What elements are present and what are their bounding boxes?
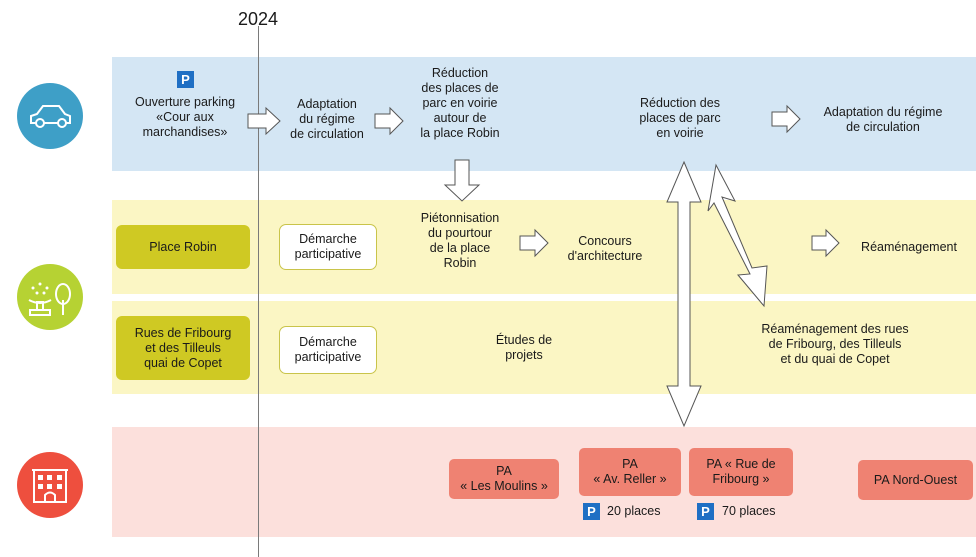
box-pa-reller: PA « Av. Reller »: [579, 448, 681, 496]
box-pa-fribourg: PA « Rue de Fribourg »: [689, 448, 793, 496]
band-rues: [112, 301, 976, 394]
park-icon: [28, 282, 71, 316]
parking-icon-reller: P: [583, 503, 600, 520]
year-label: 2024: [237, 9, 279, 29]
text-pietonnisation: Piétonnisation du pourtour de la place R…: [420, 211, 500, 270]
text-places-fribourg: 70 places: [722, 504, 776, 518]
parking-icon-fribourg: P: [697, 503, 714, 520]
text-etudes: Études de projets: [495, 333, 553, 362]
box-pa-moulins: PA « Les Moulins »: [449, 459, 559, 499]
arrow-down: [443, 159, 481, 202]
text-adaptation-2: Adaptation du régime de circulation: [823, 105, 943, 134]
arrow-right-1: [247, 106, 281, 136]
text-reduction-voirie: Réduction des places de parc en voirie: [639, 96, 721, 140]
text-adaptation-1: Adaptation du régime de circulation: [290, 97, 364, 141]
text-places-reller: 20 places: [607, 504, 661, 518]
building-circle: [17, 452, 83, 518]
arrow-right-3: [771, 104, 801, 134]
car-circle: [17, 83, 83, 149]
arrow-double-vertical: [666, 160, 702, 428]
arrow-right-5: [811, 228, 840, 258]
box-pa-nord-ouest: PA Nord-Ouest: [858, 460, 973, 500]
box-demarche-1: Démarche participative: [279, 224, 377, 270]
text-reduction-robin: Réduction des places de parc en voirie a…: [420, 66, 500, 140]
text-parking-opening: Ouverture parking «Cour aux marchandises…: [134, 95, 236, 139]
label-rues: Rues de Fribourg et des Tilleuls quai de…: [116, 316, 250, 380]
text-reamenagement-rues: Réaménagement des rues de Fribourg, des …: [761, 322, 909, 366]
building-icon: [32, 469, 68, 503]
park-circle: [17, 264, 83, 330]
label-place-robin: Place Robin: [116, 225, 250, 269]
car-icon: [30, 105, 71, 128]
arrow-right-4: [519, 228, 549, 258]
arrow-right-2: [374, 106, 404, 136]
text-concours: Concours d'architecture: [567, 234, 643, 263]
arrow-double-diagonal: [707, 163, 768, 308]
box-demarche-2: Démarche participative: [279, 326, 377, 374]
text-reamenagement: Réaménagement: [861, 240, 957, 254]
timeline-line: [258, 26, 259, 557]
parking-icon: P: [177, 71, 194, 88]
